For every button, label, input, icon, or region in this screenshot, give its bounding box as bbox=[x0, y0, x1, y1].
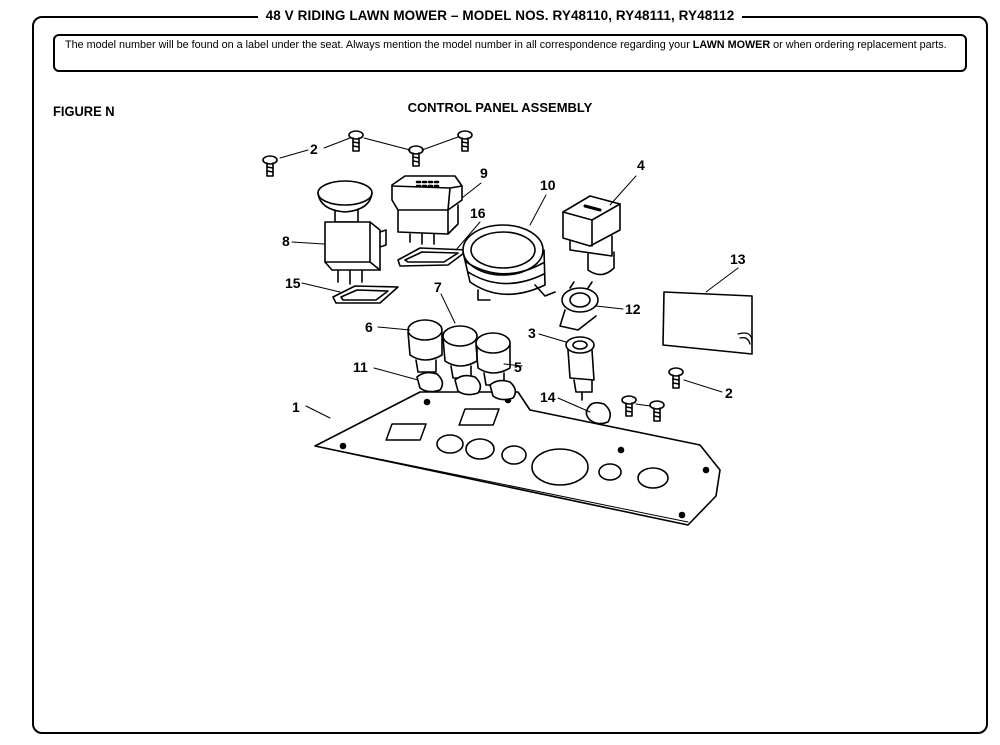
callout-10: 10 bbox=[540, 177, 556, 193]
callout-3: 3 bbox=[528, 325, 536, 341]
part-14-gasket bbox=[585, 401, 612, 425]
figure-label: FIGURE N bbox=[53, 103, 115, 119]
part-2-screws-bottom bbox=[621, 367, 723, 422]
callout-13: 13 bbox=[730, 251, 746, 267]
callout-7: 7 bbox=[434, 279, 442, 295]
callout-16: 16 bbox=[470, 205, 486, 221]
part-7-indicator-button bbox=[442, 325, 478, 379]
notice-bold-text: LAWN MOWER bbox=[692, 39, 771, 51]
callout-labels: 1 2 2 3 4 5 6 7 8 9 10 11 12 13 14 15 16 bbox=[282, 141, 746, 415]
callout-5: 5 bbox=[514, 359, 522, 375]
part-10-gauge bbox=[462, 224, 556, 301]
callout-1: 1 bbox=[292, 399, 300, 415]
callout-14: 14 bbox=[540, 389, 556, 405]
part-3-accessory-socket bbox=[565, 336, 595, 401]
part-5-indicator-button bbox=[475, 332, 511, 386]
part-15-gasket bbox=[332, 285, 399, 304]
callout-2-top: 2 bbox=[310, 141, 318, 157]
part-8-push-switch bbox=[317, 180, 387, 285]
callout-15: 15 bbox=[285, 275, 301, 291]
callout-6: 6 bbox=[365, 319, 373, 335]
figure-title: CONTROL PANEL ASSEMBLY bbox=[407, 100, 593, 115]
callout-12: 12 bbox=[625, 301, 641, 317]
part-4-ignition-switch bbox=[562, 195, 621, 276]
part-2-screws-top bbox=[262, 130, 473, 177]
callout-9: 9 bbox=[480, 165, 488, 181]
leader-lines bbox=[291, 175, 739, 419]
notice-text: The model number will be found on a labe… bbox=[65, 39, 693, 51]
part-1-panel-plate bbox=[314, 391, 721, 526]
part-11-gaskets bbox=[416, 371, 517, 401]
part-6-indicator-button bbox=[407, 319, 443, 373]
part-13-label-plate bbox=[662, 291, 753, 355]
callout-2-bottom: 2 bbox=[725, 385, 733, 401]
callout-8: 8 bbox=[282, 233, 290, 249]
callout-4: 4 bbox=[637, 157, 645, 173]
callout-11: 11 bbox=[353, 359, 368, 375]
part-16-gasket bbox=[397, 247, 469, 267]
notice-text-end: or when ordering replacement parts. bbox=[770, 39, 947, 51]
model-number-notice: The model number will be found on a labe… bbox=[53, 34, 967, 72]
part-12-socket bbox=[559, 281, 599, 331]
part-9-rocker-switch bbox=[391, 175, 463, 245]
